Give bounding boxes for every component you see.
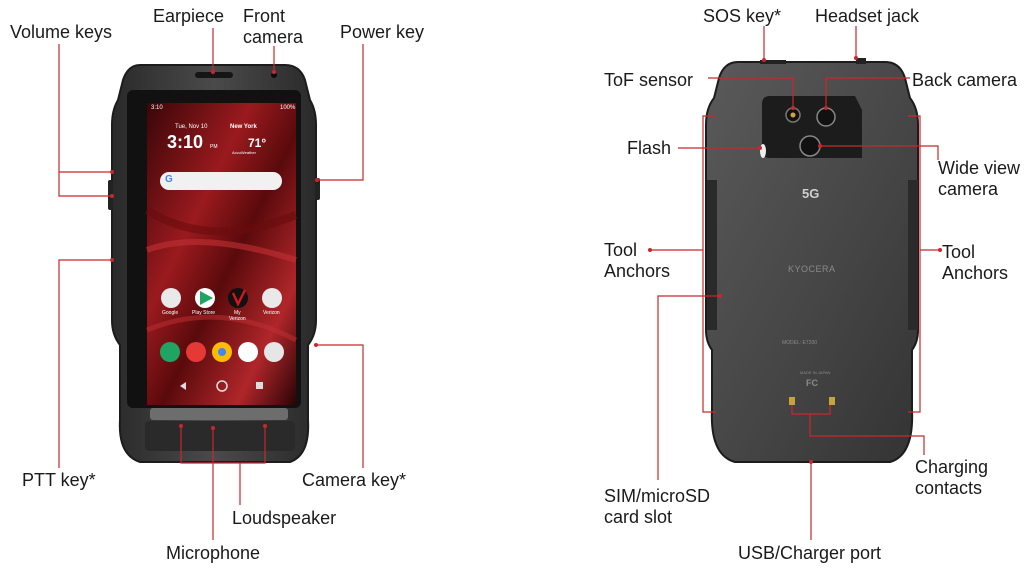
label-tool-anchors-right: Tool Anchors [942,242,1009,283]
app-verizon[interactable]: Verizon [263,310,280,316]
flash-icon [760,144,766,158]
charging-pin-left [789,397,795,405]
loudspeaker-grille [145,421,295,451]
label-microphone: Microphone [166,543,261,563]
fine-print: MODEL: E7200 [782,340,818,346]
label-sos-key: SOS key* [703,6,782,26]
widget-temperature: 71° [248,136,267,150]
label-earpiece: Earpiece [153,6,225,26]
label-sim-slot: SIM/microSD card slot [604,486,711,527]
phone-icon [160,342,180,362]
label-loudspeaker: Loudspeaker [232,508,337,528]
label-power-key: Power key [340,22,425,42]
sos-key-shape [760,60,786,64]
widget-ampm: PM [210,144,218,150]
app-play-store[interactable]: Play Store [192,310,216,316]
label-front-camera: Front camera [243,6,304,47]
back-camera-lens [816,107,836,127]
photos-icon [238,342,258,362]
status-battery: 100% [280,105,296,111]
label-wide-view-camera: Wide view camera [938,158,1021,199]
label-ptt-key: PTT key* [22,470,96,490]
status-time: 3:10 [151,105,163,111]
leaders-back [648,26,942,540]
made-in: MADE IN JAPAN [800,370,831,375]
wide-camera-lens [799,135,821,157]
app-my-verizon[interactable]: My Verizon [229,310,246,322]
widget-clock: 3:10 [167,132,204,152]
badge-5g: 5G [802,186,820,201]
leaders-front [58,28,364,540]
label-camera-key: Camera key* [302,470,407,490]
search-icon[interactable]: G [165,174,173,185]
label-back-camera: Back camera [912,70,1018,90]
power-key-shape [315,178,320,200]
label-headset-jack: Headset jack [815,6,920,26]
camera-icon [264,342,284,362]
widget-city: New York [230,124,257,130]
label-usb-port: USB/Charger port [738,543,882,563]
front-phone [108,64,320,463]
label-tool-anchors-left: Tool Anchors [604,240,671,281]
charging-pin-right [829,397,835,405]
headset-jack-shape [856,58,866,64]
label-charging-contacts: Charging contacts [915,457,989,498]
front-camera-lens [271,72,277,78]
widget-date: Tue, Nov 10 [175,124,208,130]
label-volume-keys: Volume keys [10,22,113,42]
earpiece-grille [195,72,233,78]
fcc-mark: FC [806,378,818,388]
brand-logo: KYOCERA [788,264,836,274]
widget-weather-source: AccuWeather [232,150,256,155]
label-flash: Flash [627,138,672,158]
label-tof-sensor: ToF sensor [604,70,694,90]
back-phone [705,58,919,463]
app-google[interactable]: Google [162,310,179,316]
